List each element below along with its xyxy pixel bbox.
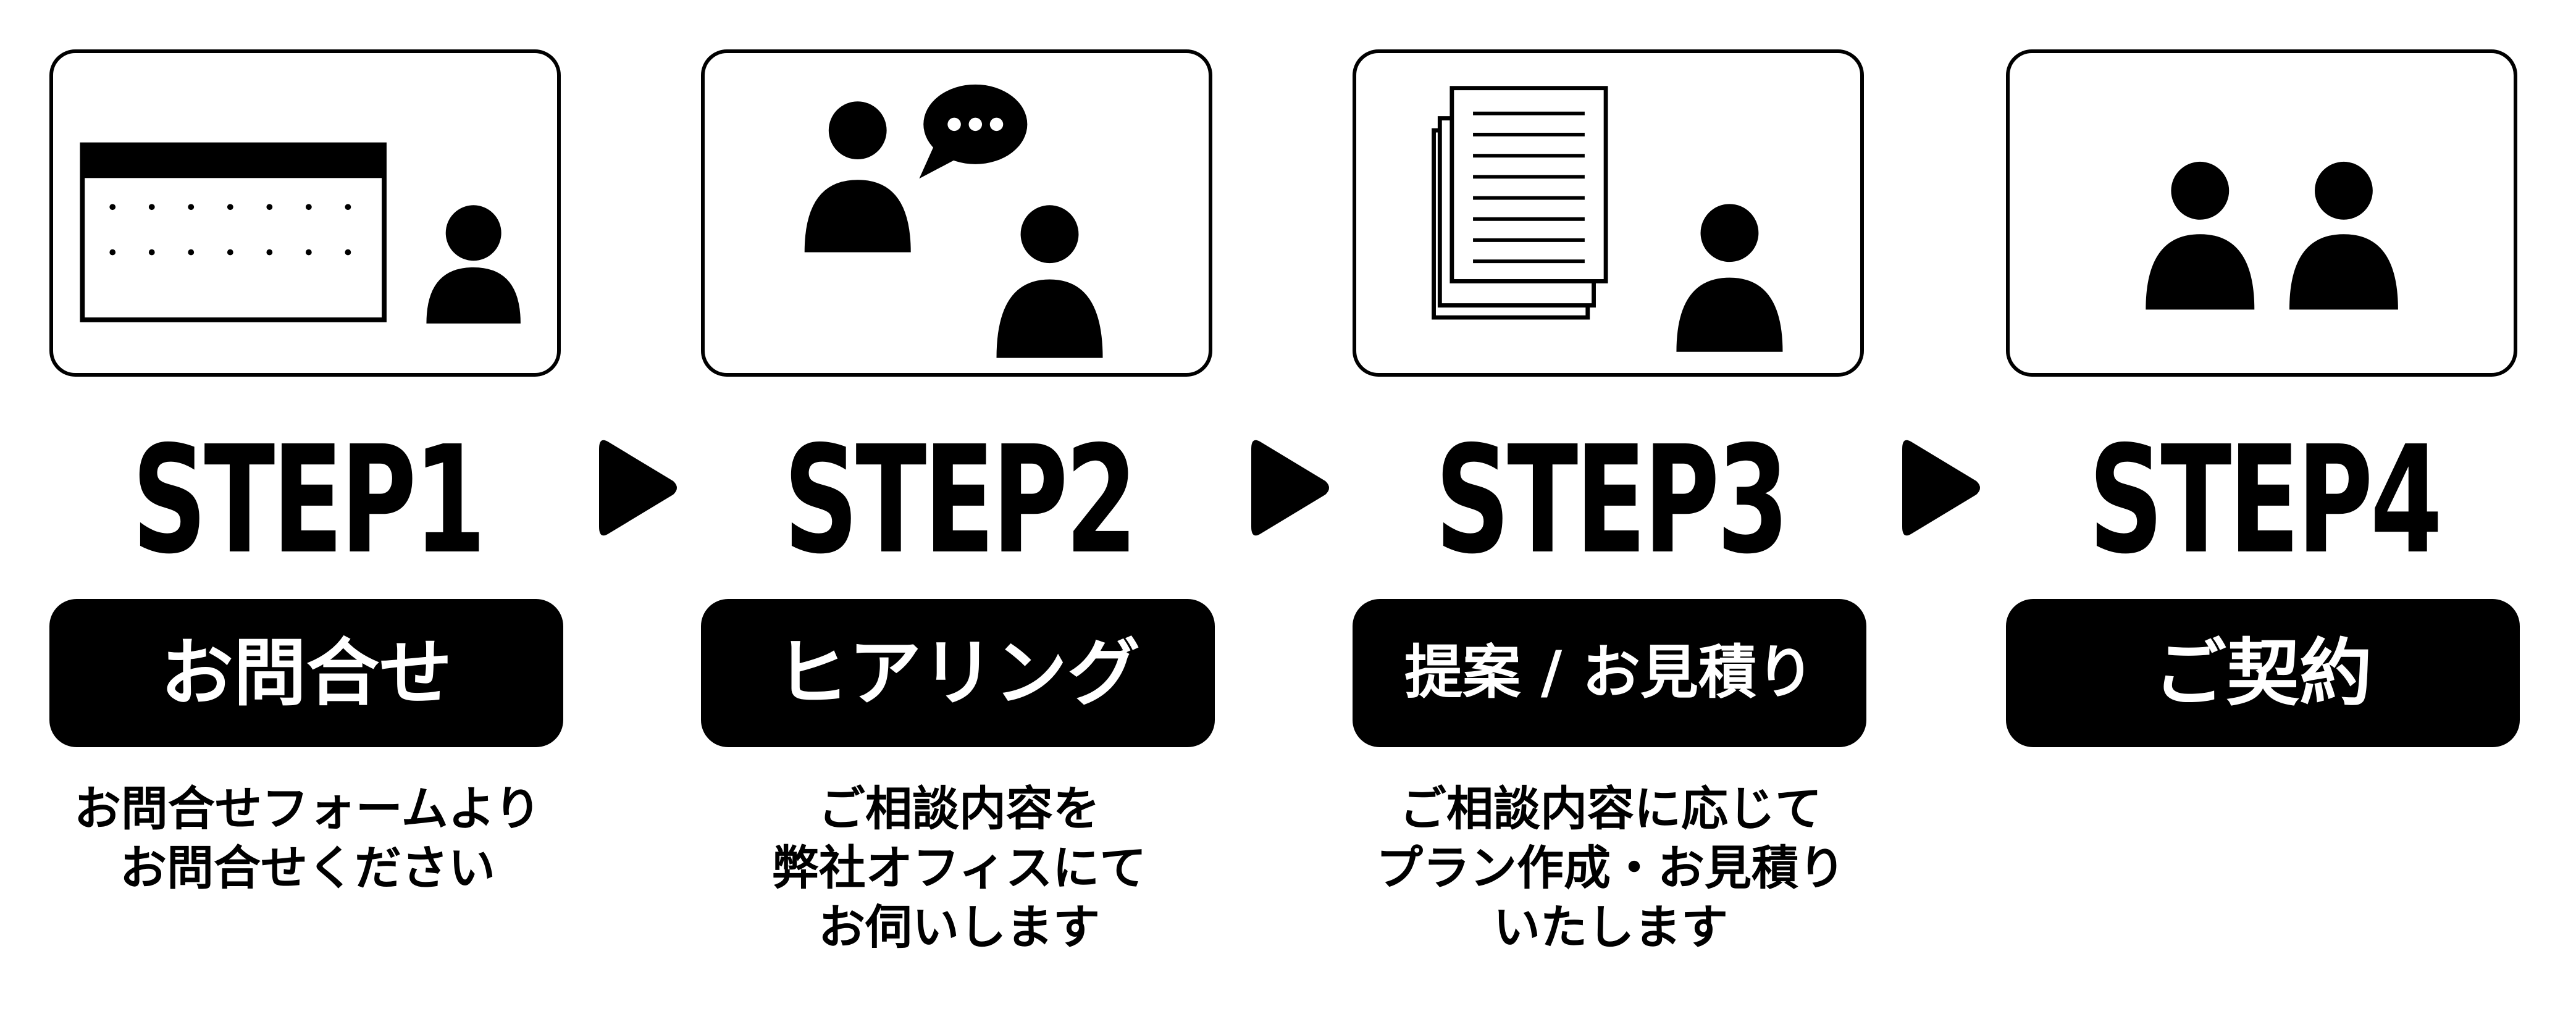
step-title-badge: ヒアリング [701,599,1215,747]
calendar-person-icon [80,142,521,324]
step-2: STEP2 ヒアリング ご相談内容を 弊社オフィスにて お伺いします [701,0,1217,1009]
step-description: お問合せフォームより お問合せください [49,779,566,898]
description-line: ご相談内容に応じて [1399,781,1822,836]
play-arrow-icon [1251,440,1329,536]
description-line: ご相談内容を [818,781,1100,836]
description-line: お問合せフォームより [73,781,542,836]
description-line: いたします [1493,900,1728,955]
step-label: STEP2 [783,414,1138,587]
two-people-chat-icon [804,84,1103,358]
step-title-badge: ご契約 [2006,599,2520,747]
description-line: お伺いします [818,900,1100,955]
step-4-illustration [2006,49,2517,377]
step-title-badge: 提案 / お見積り [1353,599,1866,747]
step-1-illustration [49,49,561,377]
step-label: STEP1 [132,414,486,587]
description-line: プラン作成・お見積り [1376,840,1845,895]
description-line: 弊社オフィスにて [771,840,1147,895]
play-arrow-icon [599,440,677,536]
play-arrow-icon [1902,440,1980,536]
step-4: STEP4 ご契約 [2006,0,2522,1009]
step-2-illustration [701,49,1212,377]
step-1: STEP1 お問合せ お問合せフォームより お問合せください [49,0,566,1009]
two-people-icon [2146,161,2398,310]
step-description: ご相談内容を 弊社オフィスにて お伺いします [701,779,1217,957]
step-label: STEP4 [2088,414,2443,587]
documents-person-icon [1432,86,1783,352]
step-3: STEP3 提案 / お見積り ご相談内容に応じて プラン作成・お見積り いたし… [1353,0,1869,1009]
step-title-badge: お問合せ [49,599,563,747]
step-label: STEP3 [1435,414,1789,587]
step-3-illustration [1353,49,1864,377]
description-line: お問合せください [120,840,495,895]
step-description: ご相談内容に応じて プラン作成・お見積り いたします [1353,779,1869,957]
